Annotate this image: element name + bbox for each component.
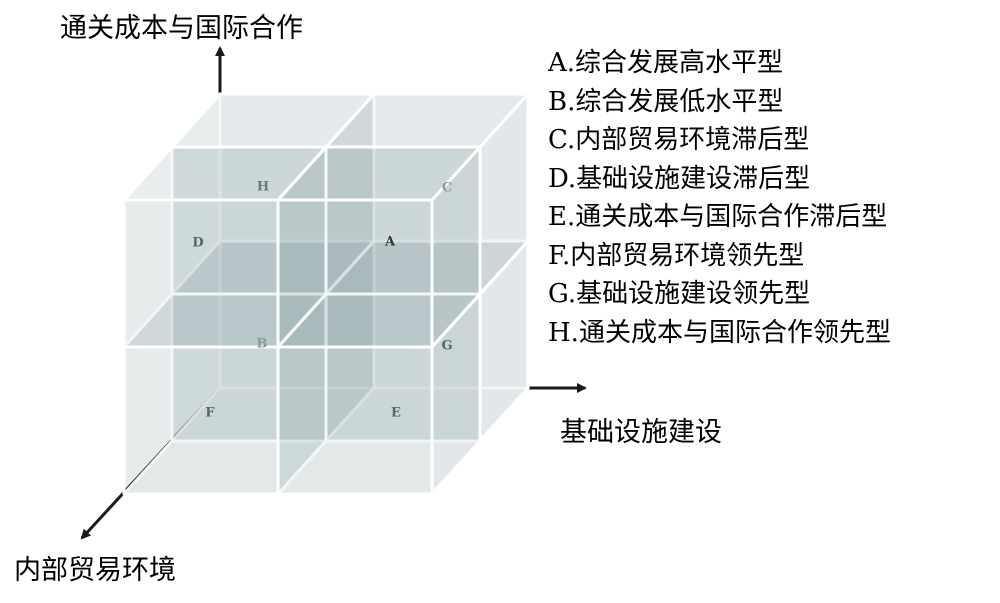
vertical-axis-label: 通关成本与国际合作 [60, 13, 303, 44]
legend-item-g: G.基础设施建设领先型 [548, 279, 811, 309]
cell-label-e: E [391, 406, 401, 421]
legend-item-a: A.综合发展高水平型 [548, 48, 784, 78]
legend-item-f: F.内部贸易环境领先型 [548, 240, 805, 271]
cell-label-a: A [384, 235, 396, 250]
cell-label-h: H [257, 180, 269, 195]
cell-1-1-1-front-face [276, 198, 434, 349]
cell-label-c: C [442, 181, 452, 196]
depth-axis-label: 内部贸易环境 [14, 555, 176, 586]
cell-0-0-1-front-face [122, 345, 280, 496]
cell-label-d: D [192, 236, 203, 251]
legend: A.综合发展高水平型 B.综合发展低水平型 C.内部贸易环境滞后型 D.基础设施… [548, 44, 891, 352]
cell-0-1-1-front-face [122, 198, 280, 349]
legend-item-b: B.综合发展低水平型 [548, 86, 784, 117]
horizontal-axis-label: 基础设施建设 [560, 417, 722, 448]
legend-item-e: E.通关成本与国际合作滞后型 [548, 202, 888, 232]
legend-item-c: C.内部贸易环境滞后型 [548, 125, 810, 155]
legend-item-h: H.通关成本与国际合作领先型 [548, 317, 891, 348]
cell-1-0-1-front-face [276, 345, 434, 496]
cell-label-f: F [205, 406, 215, 421]
cell-label-g: G [441, 339, 452, 354]
legend-item-d: D.基础设施建设滞后型 [548, 163, 811, 194]
cell-label-b: B [257, 337, 268, 352]
